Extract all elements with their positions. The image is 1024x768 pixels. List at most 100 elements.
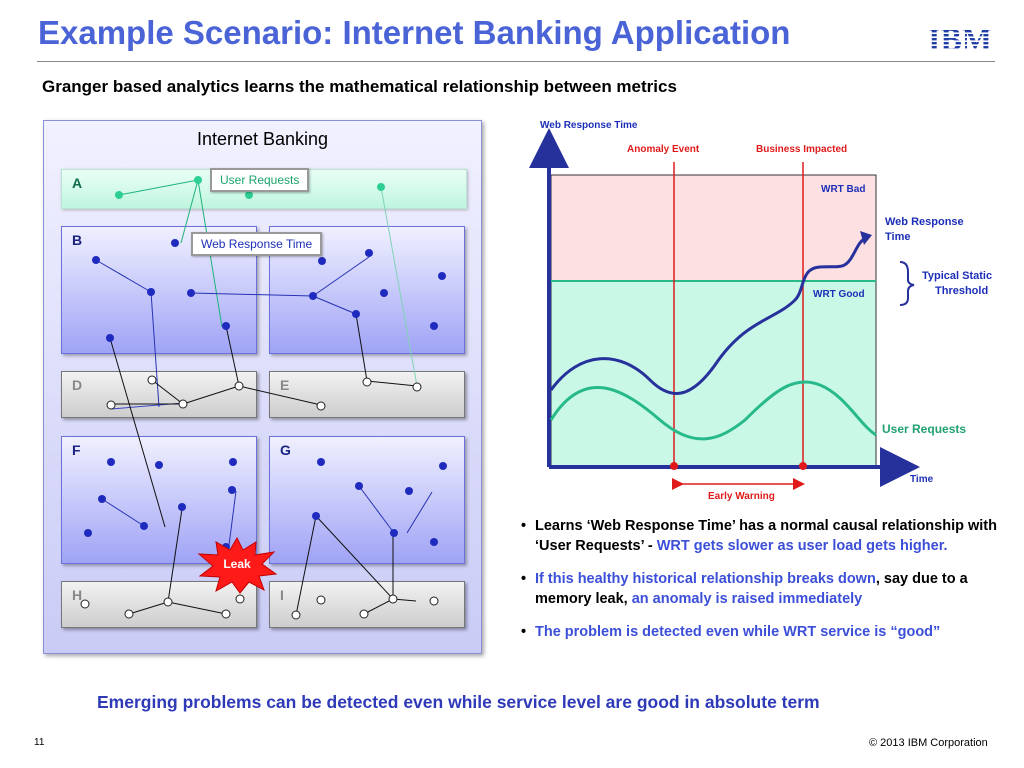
node — [124, 609, 134, 619]
bullet-relationship-breaks: If this healthy historical relationship … — [518, 569, 1018, 609]
link — [315, 515, 394, 600]
node — [412, 382, 422, 392]
black-links — [109, 313, 418, 616]
node — [438, 272, 446, 280]
link — [380, 186, 418, 387]
anomaly-event-marker — [670, 462, 678, 470]
tier-f-label: F — [72, 442, 81, 458]
internet-banking-diagram: Internet Banking A B D E F G H I — [43, 120, 482, 654]
link — [225, 325, 240, 387]
bullet-2-text: , say due to a memory leak, — [535, 571, 968, 607]
tier-a-label: A — [72, 175, 83, 191]
node — [155, 461, 163, 469]
y-axis-label: Web Response Time — [540, 120, 638, 131]
link — [128, 601, 169, 615]
node — [309, 292, 317, 300]
node — [171, 239, 179, 247]
threshold-label-line2: Threshold — [935, 285, 988, 297]
business-impacted-marker — [799, 462, 807, 470]
node — [316, 401, 326, 411]
node — [194, 176, 202, 184]
node — [92, 256, 100, 264]
leak-burst-icon — [197, 536, 278, 594]
link — [180, 179, 199, 244]
wrt-good-zone — [551, 281, 876, 466]
anomaly-event-label: Anomaly Event — [627, 144, 700, 155]
wrt-bad-zone — [551, 175, 876, 281]
x-axis-label: Time — [910, 474, 934, 485]
threshold-label-line1: Typical Static — [922, 270, 992, 282]
bullet-2-highlight: If this healthy historical relationship … — [535, 571, 876, 587]
node — [405, 487, 413, 495]
link — [109, 337, 166, 528]
tier-h-label: H — [72, 587, 83, 603]
threshold-brace — [899, 261, 915, 306]
node — [229, 458, 237, 466]
node — [163, 597, 173, 607]
user-requests-series-legend: User Requests — [882, 422, 966, 436]
node — [355, 482, 363, 490]
wrt-chart: Web Response Time Time Anomaly Event Bus… — [529, 120, 992, 502]
user-requests-callout: User Requests — [210, 168, 310, 192]
green-links — [118, 179, 418, 387]
node — [107, 458, 115, 466]
slide-subtitle: Granger based analytics learns the mathe… — [42, 77, 677, 96]
link — [227, 490, 237, 554]
wrt-series-arrowhead — [860, 231, 872, 245]
node — [245, 191, 253, 199]
node — [234, 381, 244, 391]
tier-b-label: B — [72, 232, 83, 248]
diagram-connections — [80, 176, 447, 620]
node — [115, 191, 123, 199]
bullet-1-text: Learns ‘Web Response Time’ has a normal … — [535, 518, 997, 554]
user-requests-series-line — [549, 380, 877, 441]
node — [84, 529, 92, 537]
node — [147, 375, 157, 385]
node — [380, 289, 388, 297]
bullet-3-highlight: The problem is detected even while WRT s… — [535, 624, 941, 640]
wrt-good-label: WRT Good — [813, 289, 865, 300]
link — [312, 256, 370, 297]
bullet-causal-relationship: Learns ‘Web Response Time’ has a normal … — [518, 516, 1018, 556]
bullet-1-highlight: WRT gets slower as user load gets higher… — [656, 538, 948, 554]
node — [291, 610, 301, 620]
link — [190, 292, 314, 297]
node — [429, 596, 439, 606]
link — [363, 598, 394, 615]
link — [95, 259, 152, 293]
link — [167, 601, 227, 615]
node — [317, 458, 325, 466]
node — [439, 462, 447, 470]
business-impacted-label: Business Impacted — [756, 144, 847, 155]
web-response-time-callout: Web Response Time — [191, 232, 323, 256]
tier-d: D — [61, 371, 257, 418]
page-title: Example Scenario: Internet Banking Appli… — [38, 14, 791, 51]
page-number: 11 — [34, 737, 45, 748]
tier-i-label: I — [280, 587, 284, 603]
link — [150, 291, 160, 408]
link — [358, 485, 395, 534]
node — [377, 183, 385, 191]
tier-e-label: E — [280, 377, 290, 393]
wrt-bad-label: WRT Bad — [821, 184, 865, 195]
node — [316, 595, 326, 605]
wrt-series-legend-line1: Web Response — [885, 216, 964, 228]
link — [366, 380, 418, 387]
node — [430, 322, 438, 330]
key-takeaway: Emerging problems can be detected even w… — [97, 692, 820, 712]
node — [352, 310, 360, 318]
node — [365, 249, 373, 257]
node — [221, 609, 231, 619]
leak-label: Leak — [223, 557, 251, 571]
node — [106, 400, 116, 410]
hollow-nodes — [80, 375, 439, 620]
copyright: © 2013 IBM Corporation — [869, 737, 988, 749]
link — [238, 385, 322, 406]
green-nodes — [115, 176, 385, 199]
diagram-title: Internet Banking — [196, 129, 329, 149]
node — [80, 599, 90, 609]
bullet-2-highlight-2: an anomaly is raised immediately — [631, 591, 863, 607]
wrt-series-legend-line2: Time — [885, 231, 910, 243]
wrt-series-line — [549, 236, 868, 395]
node — [318, 257, 326, 265]
